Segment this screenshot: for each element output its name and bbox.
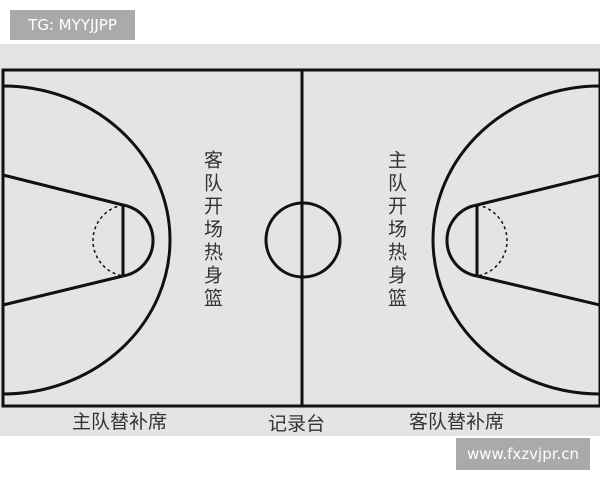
right-free-throw-circle xyxy=(445,203,478,278)
right-free-throw-circle-dashed xyxy=(476,204,508,277)
diagram-background xyxy=(0,44,600,436)
center-circle xyxy=(264,201,342,279)
away-bench-label: 客队替补席 xyxy=(409,411,505,433)
home-team-warmup-label: 主队开场热身篮 xyxy=(385,150,407,311)
left-free-throw-circle xyxy=(122,203,155,278)
right-key-bottom-edge xyxy=(476,274,600,307)
left-free-throw-circle-dashed xyxy=(92,204,124,277)
away-team-warmup-label: 客队开场热身篮 xyxy=(201,150,223,311)
right-three-point-arc xyxy=(431,84,600,396)
left-key-top-edge xyxy=(2,173,124,207)
left-three-point-arc xyxy=(2,84,172,396)
bottom-right-watermark: www.fxzvjpr.cn xyxy=(456,438,590,470)
right-key-top-edge xyxy=(476,173,600,207)
top-left-watermark: TG: MYYJJPP xyxy=(10,10,135,40)
left-key-bottom-edge xyxy=(2,274,124,307)
home-bench-label: 主队替补席 xyxy=(72,411,168,433)
scorer-table-label: 记录台 xyxy=(268,413,326,435)
